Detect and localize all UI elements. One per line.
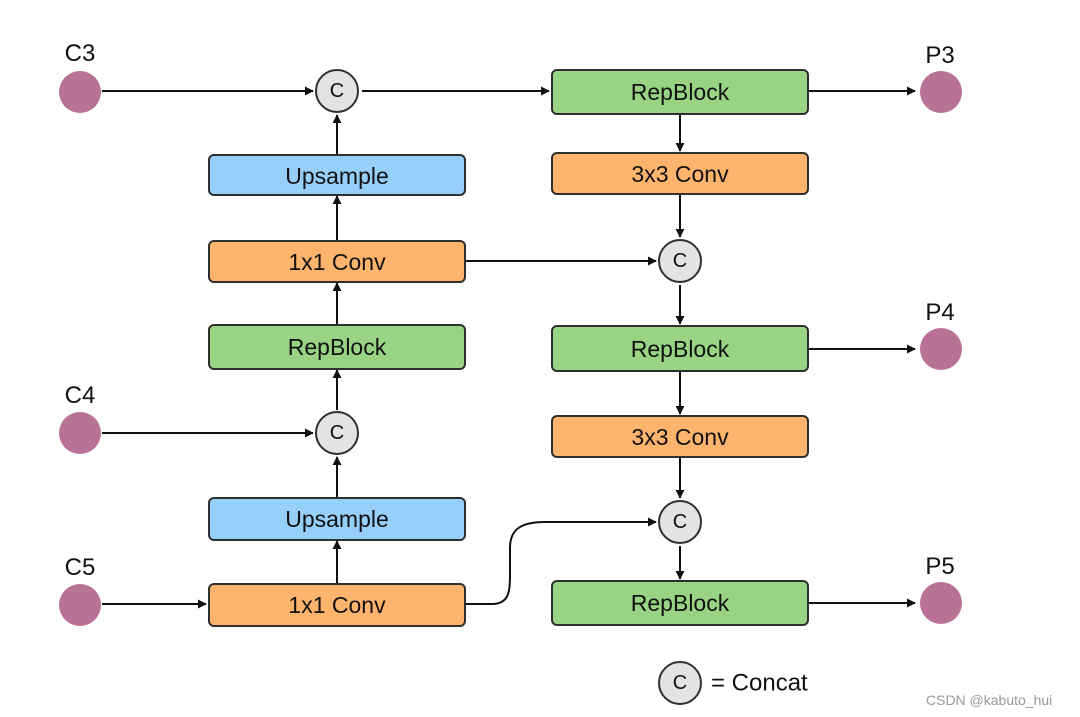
output-label-p5: P5	[925, 553, 954, 580]
upsample-top-box	[208, 154, 466, 196]
conv3x3-top-block: 3x3 Conv	[551, 152, 809, 195]
conv1x1-bottom-box	[208, 583, 466, 627]
concat-circle-1	[315, 69, 359, 113]
top-down-path: Upsample 1x1 Conv RepBlock Upsample 1x1 …	[208, 154, 466, 627]
concat-circle-3	[658, 239, 702, 283]
output-nodes: P3 P4 P5	[920, 42, 962, 624]
conv3x3-top-label: 3x3 Conv	[631, 161, 729, 187]
watermark: CSDN @kabuto_hui	[926, 692, 1052, 708]
repblock-left-block: RepBlock	[208, 324, 466, 370]
input-node-c4	[59, 412, 101, 454]
repblock-top-label: RepBlock	[631, 79, 730, 105]
repblock-left-box	[208, 324, 466, 370]
concat-nodes: C C C C	[315, 69, 702, 544]
output-label-p4: P4	[925, 299, 954, 326]
repblock-left-label: RepBlock	[288, 334, 387, 360]
upsample-bottom-label: Upsample	[285, 506, 389, 532]
concat-node-3: C	[658, 239, 702, 283]
output-label-p3: P3	[925, 42, 954, 69]
concat-symbol-2: C	[330, 422, 344, 444]
conv1x1-top-block: 1x1 Conv	[208, 240, 466, 283]
conv3x3-top-box	[551, 152, 809, 195]
edges	[102, 86, 916, 609]
concat-node-4: C	[658, 500, 702, 544]
concat-circle-4	[658, 500, 702, 544]
conv1x1-bottom-block: 1x1 Conv	[208, 583, 466, 627]
edge-conv1x1-bottom-to-concat4	[466, 517, 657, 605]
output-node-p3	[920, 71, 962, 113]
concat-symbol-3: C	[673, 250, 687, 272]
input-label-c5: C5	[65, 554, 96, 581]
repblock-middle-label: RepBlock	[631, 336, 730, 362]
legend-text: = Concat	[711, 670, 808, 697]
upsample-top-block: Upsample	[208, 154, 466, 196]
legend-concat-symbol: C	[673, 672, 687, 694]
output-node-p4	[920, 328, 962, 370]
concat-circle-2	[315, 411, 359, 455]
repblock-middle-block: RepBlock	[551, 325, 809, 372]
output-node-p5	[920, 582, 962, 624]
upsample-bottom-block: Upsample	[208, 497, 466, 541]
input-node-c5	[59, 584, 101, 626]
concat-node-1: C	[315, 69, 359, 113]
conv3x3-bottom-label: 3x3 Conv	[631, 424, 729, 450]
concat-symbol-4: C	[673, 511, 687, 533]
conv3x3-bottom-box	[551, 415, 809, 458]
conv1x1-top-label: 1x1 Conv	[288, 249, 386, 275]
repblock-bottom-label: RepBlock	[631, 590, 730, 616]
input-nodes: C3 C4 C5	[59, 40, 101, 626]
conv1x1-top-box	[208, 240, 466, 283]
upsample-top-label: Upsample	[285, 163, 389, 189]
legend: C = Concat	[658, 661, 808, 705]
concat-symbol-1: C	[330, 80, 344, 102]
conv3x3-bottom-block: 3x3 Conv	[551, 415, 809, 458]
repblock-bottom-box	[551, 580, 809, 626]
bottom-up-path: RepBlock 3x3 Conv RepBlock 3x3 Conv RepB…	[551, 69, 809, 626]
input-node-c3	[59, 71, 101, 113]
repblock-top-block: RepBlock	[551, 69, 809, 115]
repblock-bottom-block: RepBlock	[551, 580, 809, 626]
upsample-bottom-box	[208, 497, 466, 541]
concat-node-2: C	[315, 411, 359, 455]
repblock-middle-box	[551, 325, 809, 372]
legend-concat-circle	[658, 661, 702, 705]
conv1x1-bottom-label: 1x1 Conv	[288, 592, 386, 618]
repblock-top-box	[551, 69, 809, 115]
input-label-c4: C4	[65, 382, 96, 409]
input-label-c3: C3	[65, 40, 96, 67]
